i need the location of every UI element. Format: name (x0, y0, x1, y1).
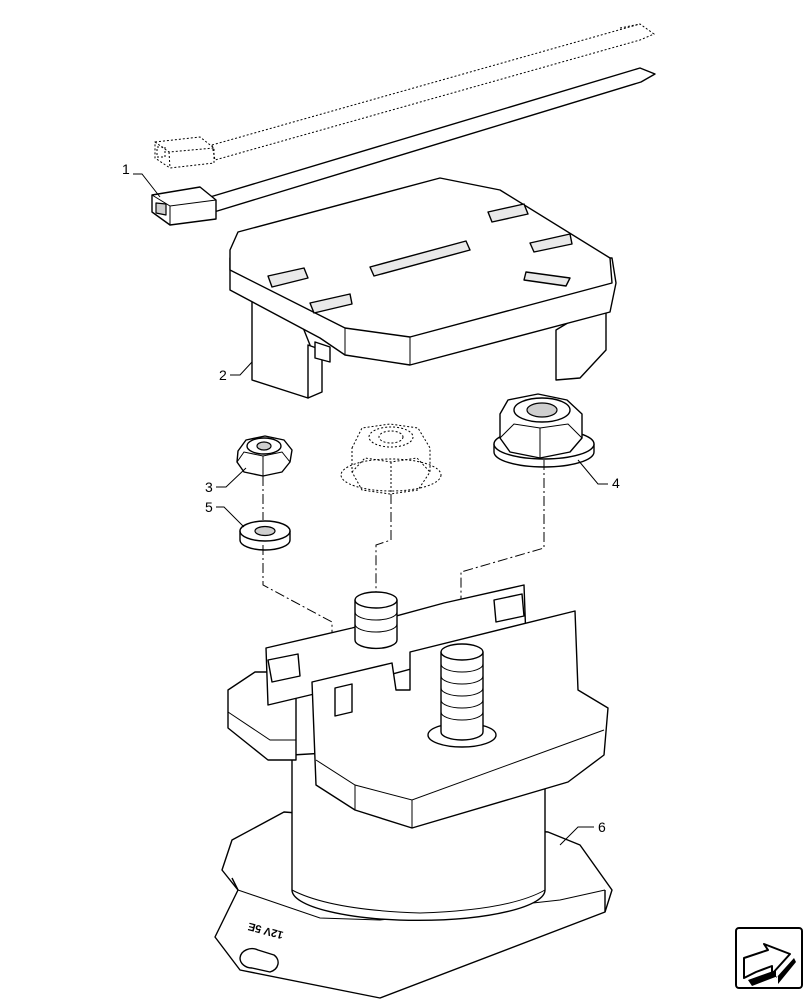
callout-1: 2 (219, 361, 253, 383)
small-hex-nut (236, 435, 293, 477)
svg-text:2: 2 (219, 367, 227, 383)
svg-text:5: 5 (205, 499, 213, 515)
svg-text:6: 6 (598, 819, 606, 835)
cover-slot (523, 271, 571, 287)
callout-5: 5 (205, 499, 245, 528)
front-terminal-stud (427, 643, 497, 748)
rear-terminal-stud (354, 591, 398, 650)
cover-slot (267, 267, 309, 288)
cover-slot (487, 203, 529, 223)
svg-text:3: 3 (205, 479, 213, 495)
cable-tie-phantom (154, 23, 656, 169)
cover-slot (309, 293, 353, 314)
mounting-slot (239, 947, 279, 973)
next-page-arrow-icon[interactable] (735, 927, 803, 989)
svg-text:1: 1 (122, 161, 130, 177)
solenoid-relay: 12V 5E (214, 584, 613, 999)
cover (229, 177, 617, 399)
callout-2: 6 (559, 819, 606, 846)
flange-nut (493, 393, 595, 468)
callout-4: 4 (577, 459, 620, 491)
cover-slot (369, 240, 471, 277)
washer (239, 520, 291, 551)
cover-slot (529, 233, 573, 253)
cable-tie-slot (155, 202, 167, 216)
callout-3: 3 (205, 467, 247, 495)
svg-text:4: 4 (612, 475, 620, 491)
cable-tie (151, 23, 656, 226)
callout-6: 1 (122, 161, 161, 198)
cable-tie-head (151, 186, 217, 226)
phantom-flange-nut (340, 423, 442, 495)
